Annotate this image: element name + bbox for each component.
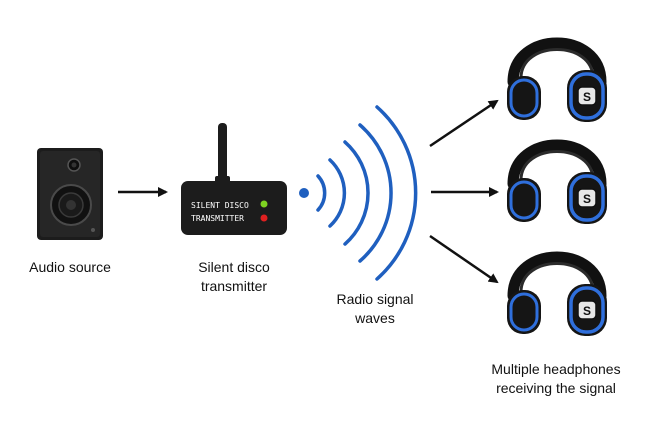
transmitter-device-line1: SILENT DISCO [191, 201, 249, 210]
led-green [260, 200, 268, 208]
headphone-badge: S [583, 304, 591, 318]
arrow-icon [429, 234, 499, 284]
headphones-icon: S [507, 43, 607, 122]
radio-waves-label-line2: waves [355, 310, 395, 326]
transmitter-label-line1: Silent disco [198, 259, 270, 275]
headphones-label: Multiple headphones receiving the signal [468, 360, 644, 398]
radio-waves-label-line1: Radio signal [336, 291, 414, 307]
transmitter-icon: SILENT DISCO TRANSMITTER [181, 123, 287, 235]
headphones-label-line2: receiving the signal [496, 380, 616, 396]
headphones-icon: S [507, 145, 607, 224]
transmitter-device-line2: TRANSMITTER [191, 214, 244, 223]
transmitter-label-line2: transmitter [200, 278, 268, 294]
led-red [260, 214, 268, 222]
transmitter-label: Silent disco transmitter [164, 258, 304, 296]
audio-source-text: Audio source [29, 259, 111, 275]
speaker-icon [37, 148, 103, 240]
headphone-badge: S [583, 192, 591, 206]
headphone-badge: S [583, 90, 591, 104]
radio-waves-label: Radio signal waves [300, 290, 450, 328]
audio-source-label: Audio source [10, 258, 130, 277]
headphones-icon: S [507, 257, 607, 336]
arrow-icon [429, 99, 499, 148]
radio-waves-icon [299, 105, 418, 281]
headphones-label-line1: Multiple headphones [491, 361, 621, 377]
